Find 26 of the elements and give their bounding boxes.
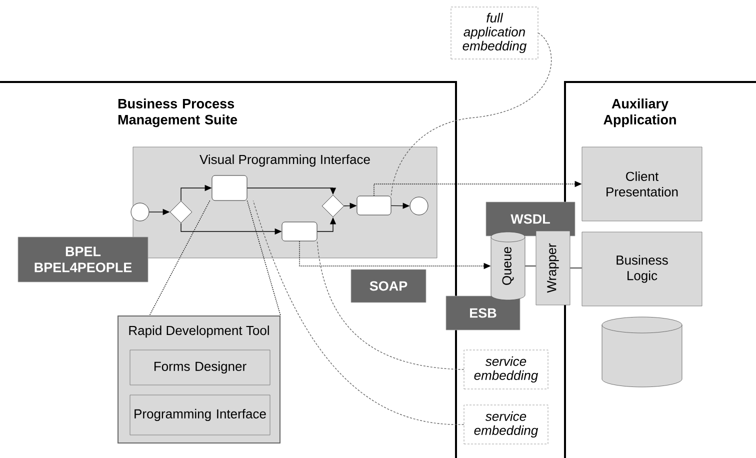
connector-line xyxy=(149,200,210,316)
note-box: service embedding xyxy=(464,350,548,390)
note-box: full application embedding xyxy=(450,6,538,60)
note-box: service embedding xyxy=(464,404,548,444)
start-event xyxy=(130,202,150,222)
database-cylinder xyxy=(602,316,682,388)
connector-line xyxy=(252,200,464,425)
queue-cylinder: Queue xyxy=(490,232,526,300)
task-box xyxy=(282,222,318,242)
gateway-diamond xyxy=(170,200,192,224)
wrapper-box: Wrapper xyxy=(536,230,570,306)
connector-line xyxy=(390,32,552,196)
component-box: Programming Interface xyxy=(130,394,270,436)
label-box: ESB xyxy=(446,296,520,330)
connector-line xyxy=(316,240,464,370)
label-box: WSDL xyxy=(486,202,576,236)
component-box: Client Presentation xyxy=(582,146,702,222)
component-box: Forms Designer xyxy=(130,350,270,386)
label-box: SOAP xyxy=(350,269,426,303)
gateway-diamond xyxy=(322,194,344,218)
task-box xyxy=(212,175,248,201)
component-box: Business Logic xyxy=(582,232,702,306)
label-box: BPEL BPEL4PEOPLE xyxy=(18,236,148,282)
task-box xyxy=(356,196,392,216)
end-event xyxy=(410,196,428,216)
connector-line xyxy=(246,200,281,316)
